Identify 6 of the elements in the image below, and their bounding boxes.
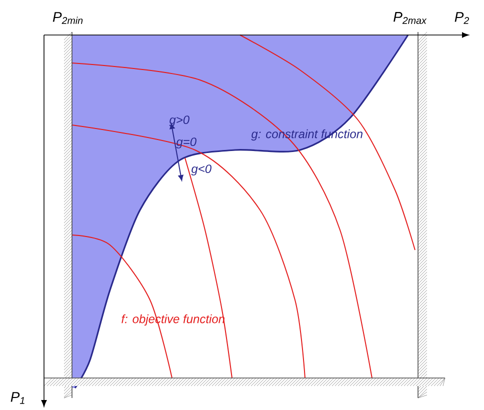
curve-label: g<0: [191, 164, 212, 176]
curve-label: g=0: [176, 138, 196, 148]
axis-label: P$_{2}$: [454, 12, 469, 24]
axis-label: P$_{1}$: [10, 392, 24, 404]
axis-label: P$_{2max}$: [394, 12, 427, 24]
axis-label: P$_{2min}$: [52, 12, 83, 24]
